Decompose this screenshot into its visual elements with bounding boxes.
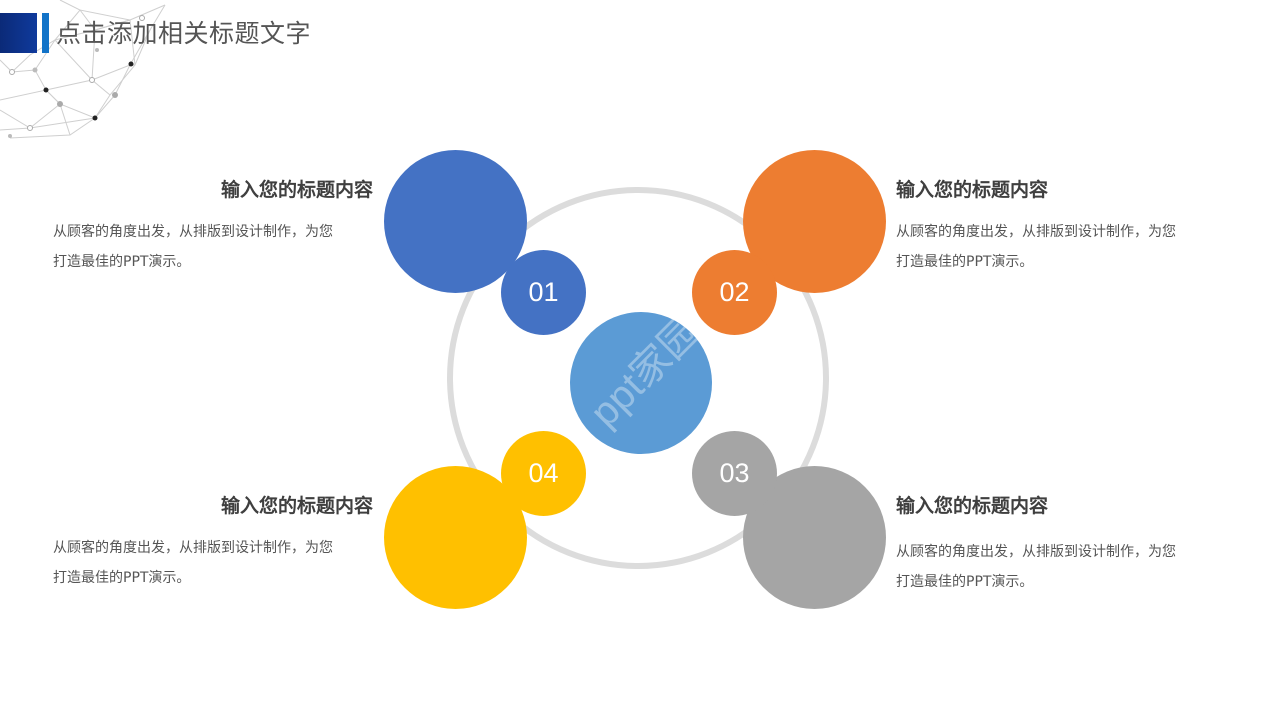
item-02-number-badge[interactable]: 02 [692,250,777,335]
item-01-desc-line2[interactable]: 打造最佳的PPT演示。 [53,254,191,270]
item-04-desc-line2[interactable]: 打造最佳的PPT演示。 [53,570,191,586]
center-circle[interactable] [570,312,712,454]
item-01-text-block: 输入您的标题内容 从顾客的角度出发，从排版到设计制作，为您 打造最佳的PPT演示… [53,177,378,277]
item-04-large-circle[interactable] [384,466,527,609]
item-03-desc-line2[interactable]: 打造最佳的PPT演示。 [896,574,1034,590]
item-03-text-block: 输入您的标题内容 从顾客的角度出发，从排版到设计制作，为您 打造最佳的PPT演示… [896,493,1221,597]
header-accent-block [0,13,37,53]
item-01-large-circle[interactable] [384,150,527,293]
item-01-title[interactable]: 输入您的标题内容 [220,179,373,201]
item-03-title[interactable]: 输入您的标题内容 [896,495,1049,517]
item-04-desc-line1[interactable]: 从顾客的角度出发，从排版到设计制作，为您 [53,540,333,556]
item-02-desc-line2[interactable]: 打造最佳的PPT演示。 [896,254,1034,270]
item-04-text-block: 输入您的标题内容 从顾客的角度出发，从排版到设计制作，为您 打造最佳的PPT演示… [53,493,378,593]
header-accent-bar [42,13,49,53]
item-01-desc-line1[interactable]: 从顾客的角度出发，从排版到设计制作，为您 [53,224,333,240]
item-03-desc-line1[interactable]: 从顾客的角度出发，从排版到设计制作，为您 [896,544,1176,560]
item-02-title[interactable]: 输入您的标题内容 [896,179,1049,201]
item-04-number-badge[interactable]: 04 [501,431,586,516]
page-title: 点击添加相关标题文字 [56,19,312,48]
item-02-desc-line1[interactable]: 从顾客的角度出发，从排版到设计制作，为您 [896,224,1176,240]
item-01-number-badge[interactable]: 01 [501,250,586,335]
network-decoration-icon [0,0,166,139]
item-02-text-block: 输入您的标题内容 从顾客的角度出发，从排版到设计制作，为您 打造最佳的PPT演示… [896,177,1221,277]
item-04-title[interactable]: 输入您的标题内容 [220,495,373,517]
item-03-number-badge[interactable]: 03 [692,431,777,516]
outer-ring [447,187,829,569]
